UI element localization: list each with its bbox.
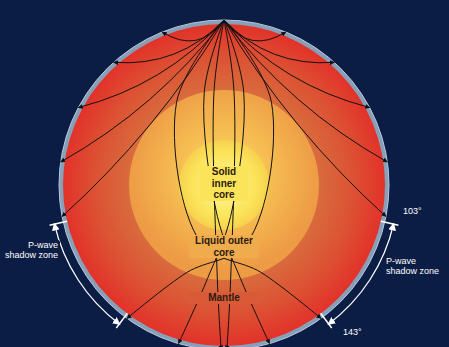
crust	[59, 20, 389, 347]
p-wave-ray	[162, 20, 224, 41]
angle-label: 143°	[341, 327, 375, 337]
region-shape	[129, 90, 319, 280]
zone-boundary-tick	[380, 221, 399, 225]
p-wave-ray	[179, 20, 245, 344]
region-shape	[179, 140, 269, 230]
p-wave-ray	[224, 20, 286, 41]
p-wave-ray	[204, 20, 270, 344]
inner-core-region: Solid inner core	[179, 140, 269, 230]
zone-boundary-tick	[320, 313, 331, 328]
p-wave-ray	[224, 20, 370, 108]
region-shape	[63, 24, 385, 346]
p-wave-ray	[174, 20, 321, 318]
p-wave-ray	[61, 20, 224, 162]
mantle-region: Mantle Liquid outer core Solid inner core	[59, 20, 389, 347]
zone-boundary-tick	[50, 221, 69, 225]
zone-label: P-wave shadow zone	[384, 256, 449, 277]
angle-label: 103°	[401, 206, 435, 216]
layer-label: Solid inner core	[200, 166, 248, 201]
p-wave-ray	[224, 20, 386, 216]
p-wave-ray	[127, 20, 274, 318]
zone-label: P-wave shadow zone	[2, 240, 60, 261]
p-wave-ray	[62, 20, 224, 216]
p-wave-ray	[224, 20, 387, 162]
p-wave-ray	[78, 20, 224, 108]
outer-core-region: Liquid outer core Solid inner core	[129, 90, 319, 280]
p-wave-ray	[213, 20, 224, 347]
zone-boundary-tick	[116, 313, 127, 328]
layer-label: Liquid outer core	[189, 235, 259, 258]
layer-label: Mantle	[187, 292, 261, 304]
p-wave-ray	[224, 20, 235, 347]
